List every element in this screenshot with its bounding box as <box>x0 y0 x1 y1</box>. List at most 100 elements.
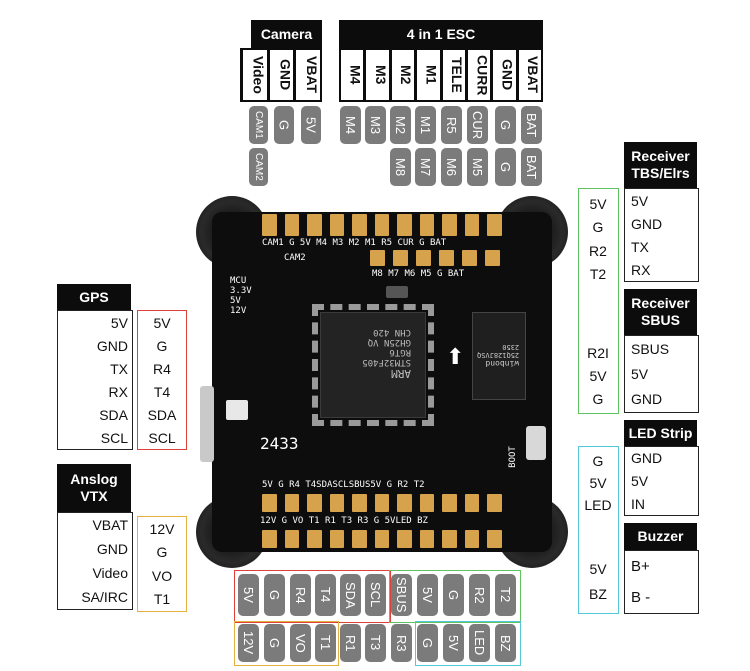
bottom-pad-r4: R4 <box>290 574 311 616</box>
gps-pin-r4: R4 <box>153 360 171 377</box>
bottom-pad-t1: T1 <box>315 624 336 662</box>
bottom-orange-box <box>234 621 339 666</box>
flash-text-brand: winbond <box>485 359 520 368</box>
receiver-elrs-labels: 5V GND TX RX <box>624 188 699 282</box>
bottom-pad-t3: T3 <box>365 624 386 662</box>
sbus-pin-g: G <box>592 390 604 407</box>
bottom-pad-r3: R3 <box>391 624 412 662</box>
sbus-label-5v: 5V <box>631 365 649 382</box>
camera-label-vbat: VBAT <box>296 50 321 100</box>
esc-label-m2: M2 <box>391 50 415 100</box>
vtx-pin-t1: T1 <box>153 591 171 608</box>
bottom-green-box <box>389 570 521 623</box>
gps-label-5v: 5V <box>110 314 128 331</box>
led-label-gnd: GND <box>631 450 663 467</box>
esc-label-m3: M3 <box>366 50 389 100</box>
board-label-mcu: MCU <box>230 276 247 286</box>
gps-pin-box: 5V G R4 T4 SDA SCL <box>137 310 187 450</box>
bottom-pad-t2: T2 <box>495 574 516 616</box>
gps-label-table: 5V GND TX RX SDA SCL <box>57 310 133 450</box>
bottom-pad-sda: SDA <box>340 574 361 616</box>
buzzer-label-bminus: B - <box>631 589 651 606</box>
bottom-pad-t4: T4 <box>315 574 336 616</box>
board-second-pads <box>370 250 500 266</box>
capacitor <box>386 286 408 298</box>
esc-label-m1: M1 <box>417 50 440 100</box>
bottom-red-box <box>234 570 391 623</box>
bottom-pad-vo: VO <box>290 624 311 662</box>
bottom-pad-g-4: G <box>417 624 438 662</box>
led-pin-led: LED <box>584 497 612 513</box>
arrow-icon: ⬆ <box>446 344 465 369</box>
gps-header: GPS <box>57 284 131 310</box>
gps-label-scl: SCL <box>100 429 128 446</box>
pad-esc-m6: M6 <box>441 148 462 186</box>
board-bottom-pads <box>262 494 503 512</box>
mcu-chip-text: ARM STM32F405 RGT6 GH25N VQ CHN 420 <box>335 327 411 380</box>
esc-label-curr: CURR <box>467 50 491 100</box>
elrs-pin-g: G <box>592 219 604 236</box>
elrs-label-gnd: GND <box>631 215 663 232</box>
vtx-pin-vo: VO <box>151 567 173 584</box>
vtx-label-table: VBAT GND Video SA/IRC <box>57 512 133 610</box>
pad-esc-m3: M3 <box>365 106 386 144</box>
camera-header: Camera <box>251 20 322 48</box>
led-strip-header: LED Strip <box>624 420 697 446</box>
led-label-5v: 5V <box>631 472 649 489</box>
buzzer-labels: B+ B - <box>624 550 699 614</box>
vtx-label-video: Video <box>92 565 128 581</box>
mcu-text-suffix: RGT6 <box>389 347 411 357</box>
gps-label-gnd: GND <box>96 337 128 354</box>
gyro-chip <box>226 400 248 420</box>
gps-pin-g: G <box>156 337 168 354</box>
gps-label-tx: TX <box>110 360 128 377</box>
sbus-pin-5v: 5V <box>589 367 607 384</box>
vtx-pin-box: 12V G VO T1 <box>137 516 187 612</box>
pad-esc-g: G <box>495 106 516 144</box>
camera-label-video: Video <box>243 50 267 100</box>
board-cam2-label: CAM2 <box>284 253 306 263</box>
bottom-pad-sbus: SBUS <box>391 574 412 616</box>
pad-esc-m2: M2 <box>390 106 411 144</box>
led-buzzer-cyan-box <box>578 446 619 614</box>
pad-esc-cur: CUR <box>467 106 488 144</box>
esc-label-tele: TELE <box>442 50 465 100</box>
board-top-row-label: CAM1 G 5V M4 M3 M2 M1 R5 CUR G BAT <box>262 238 447 248</box>
gps-label-rx: RX <box>108 383 128 400</box>
pad-esc-g2: G <box>495 148 516 186</box>
bottom-pad-g-2: G <box>443 574 464 616</box>
vtx-header: Anslog VTX <box>57 464 131 512</box>
elrs-label-tx: TX <box>631 238 649 255</box>
gps-pin-sda: SDA <box>147 406 177 423</box>
board-label-12v: 12V <box>230 306 247 316</box>
receiver-sbus-title-line1: Receiver <box>631 295 690 312</box>
receiver-elrs-title-line1: Receiver <box>631 148 690 165</box>
bottom-pad-bz: BZ <box>495 624 516 662</box>
led-strip-pins: G 5V LED <box>579 450 617 516</box>
board-side-labels: MCU 3.3V 5V 12V <box>230 276 252 316</box>
pad-esc-r5: R5 <box>441 106 462 144</box>
esc-label-gnd: GND <box>493 50 516 100</box>
flight-controller-board: CAM1 G 5V M4 M3 M2 M1 R5 CUR G BAT CAM2 … <box>196 196 568 568</box>
flash-chip-text: winbond 25Q128JVSQ 2350 <box>477 343 519 368</box>
receiver-sbus-labels: SBUS 5V GND <box>624 335 699 413</box>
flash-text-part: 25Q128JVSQ <box>477 351 520 359</box>
mcu-text-origin: CHN 420 <box>373 327 411 337</box>
vtx-pin-12v: 12V <box>149 520 175 537</box>
receiver-elrs-title-line2: TBS/Elrs <box>631 165 690 181</box>
receiver-elrs-pins: 5V G R2 T2 <box>579 192 617 286</box>
receiver-elrs-header: Receiver TBS/Elrs <box>624 142 697 188</box>
vtx-pin-g: G <box>156 544 168 561</box>
elrs-label-5v: 5V <box>631 192 649 209</box>
receiver-sbus-title-line2: SBUS <box>641 312 680 328</box>
board-second-row-label: M8 M7 M6 M5 G BAT <box>372 269 465 279</box>
pad-cam2: CAM2 <box>249 148 268 186</box>
elrs-pin-5v: 5V <box>589 195 607 212</box>
bottom-pad-5v-2: 5V <box>417 574 438 616</box>
board-label-3v3: 3.3V <box>230 286 252 296</box>
gps-pin-scl: SCL <box>148 429 176 446</box>
mcu-chip: ARM STM32F405 RGT6 GH25N VQ CHN 420 <box>312 304 434 426</box>
camera-label-gnd: GND <box>269 50 294 100</box>
led-pin-g: G <box>592 453 604 469</box>
camera-label-cells: Video GND VBAT <box>243 50 321 100</box>
